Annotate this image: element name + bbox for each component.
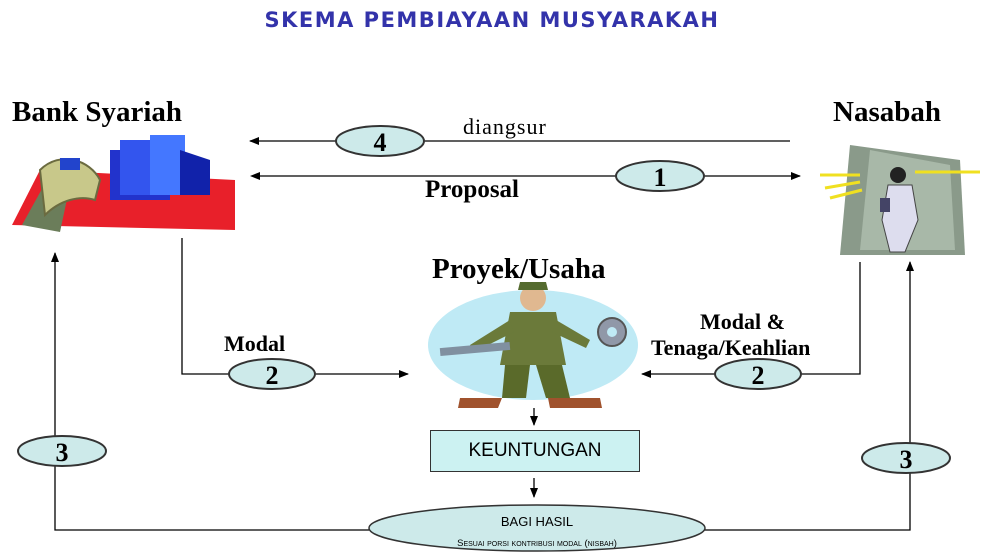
badge-3-right: 3 [861, 442, 951, 474]
node-nasabah: Nasabah [833, 96, 941, 128]
bagi-hasil-label: BAGI HASIL [501, 514, 573, 529]
arrow-modal-left [181, 238, 409, 378]
customer-person-icon [820, 145, 980, 255]
diagram-title: SKEMA PEMBIAYAAN MUSYARAKAH [264, 8, 720, 32]
node-proyek-usaha: Proyek/Usaha [432, 253, 606, 285]
edge-label-modal: Modal [224, 331, 286, 356]
badge-3-left: 3 [17, 435, 107, 467]
svg-text:4: 4 [374, 128, 387, 157]
svg-text:1: 1 [654, 163, 667, 192]
edge-label-tenaga-keahlian: Tenaga/Keahlian [651, 335, 811, 360]
worker-project-icon [428, 282, 638, 408]
svg-text:3: 3 [56, 438, 69, 467]
svg-text:2: 2 [266, 361, 279, 390]
badge-2-left: 2 [228, 358, 316, 390]
badge-4: 4 [335, 125, 425, 157]
svg-text:3: 3 [900, 445, 913, 474]
svg-text:2: 2 [752, 361, 765, 390]
bagi-hasil-sublabel: Sesuai porsi kontribusi modal (nisbah) [457, 538, 617, 549]
bank-building-icon [12, 135, 235, 232]
edge-label-proposal: Proposal [425, 176, 519, 203]
badge-1: 1 [615, 160, 705, 192]
arrow-bagi-hasil-nasabah [700, 261, 914, 531]
edge-label-diangsur: diangsur [463, 114, 547, 139]
arrow-bagi-hasil-bank [51, 252, 372, 531]
edge-label-modal-and: Modal & [700, 309, 785, 334]
node-bank-syariah: Bank Syariah [12, 96, 183, 128]
badge-2-right: 2 [714, 358, 802, 390]
keuntungan-box: KEUNTUNGAN [430, 430, 640, 472]
bagi-hasil-ellipse [368, 504, 706, 552]
